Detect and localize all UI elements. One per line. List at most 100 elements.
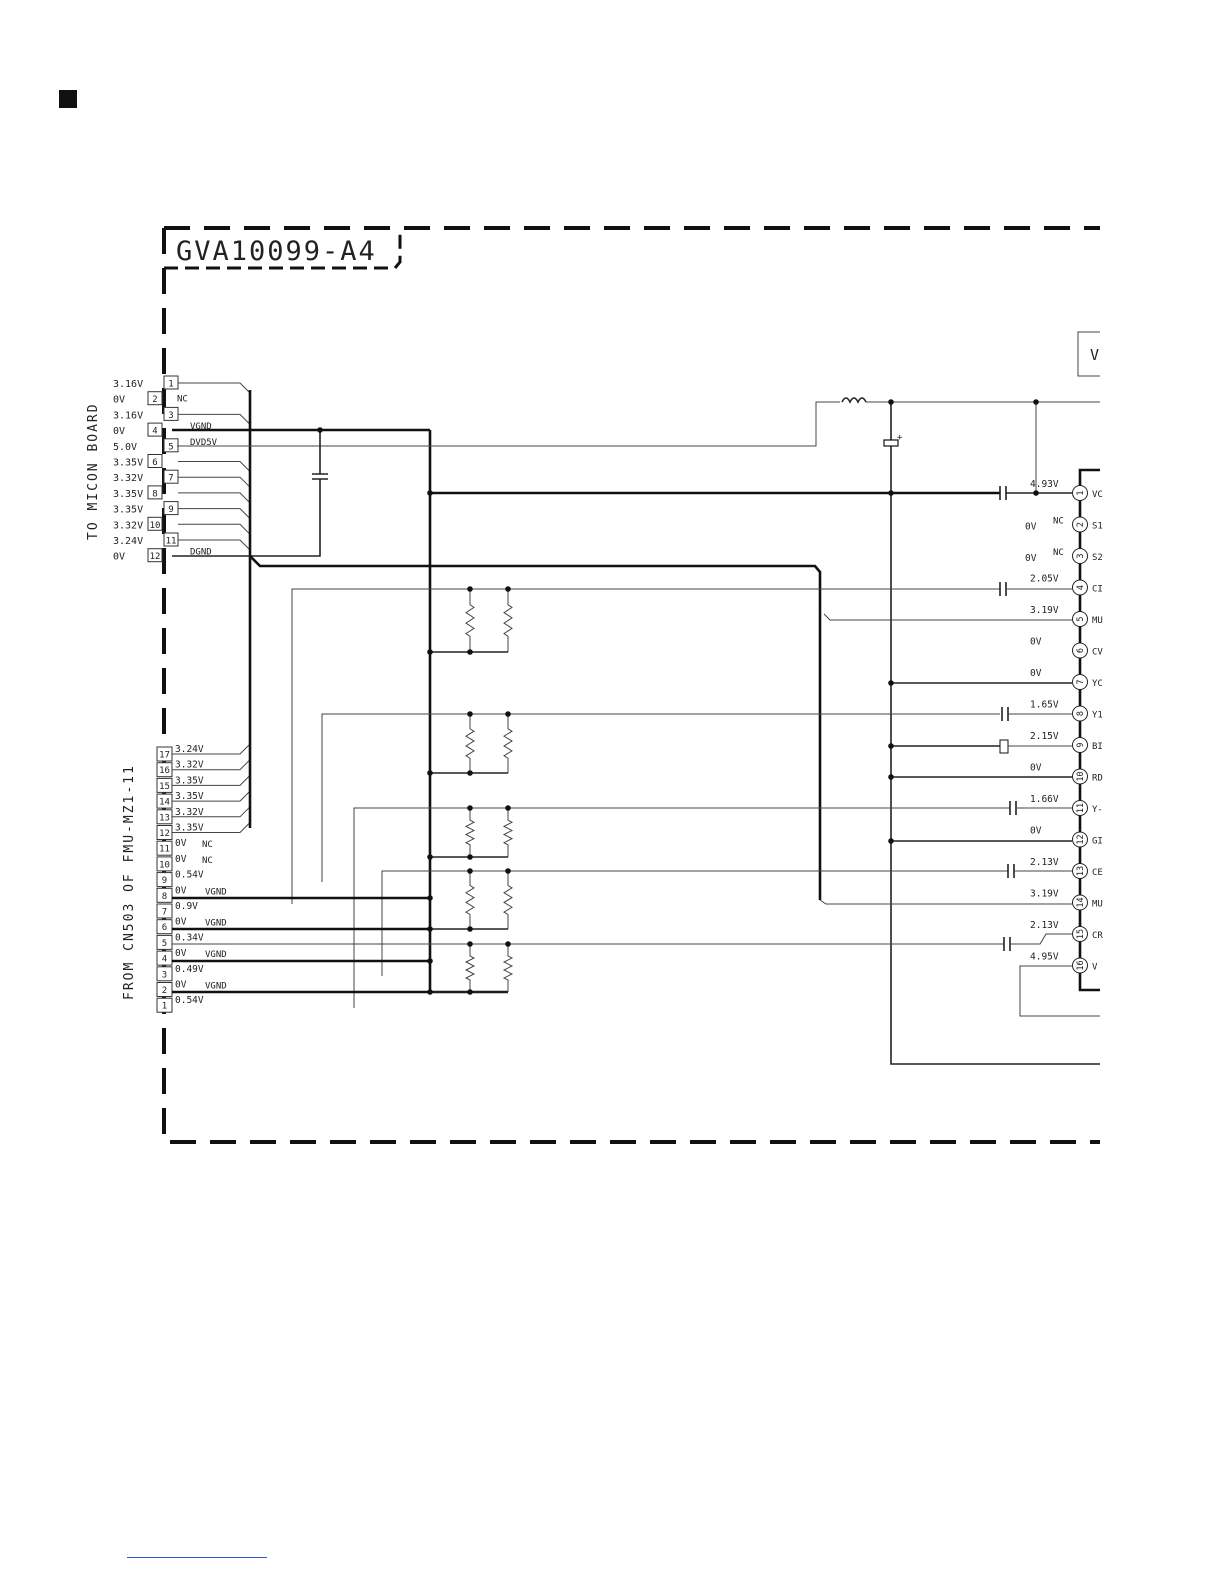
coupling-cap-8 <box>1001 707 1009 721</box>
resistor <box>503 871 513 929</box>
fmu-pin-number: 17 <box>159 751 170 761</box>
fmu-pin-box <box>156 982 173 997</box>
fmu-pin-net: VGND <box>205 887 227 897</box>
board-label-box <box>164 231 402 270</box>
ic-pin-voltage: 4.95V <box>1030 952 1059 963</box>
coupling-cap-1 <box>999 486 1007 500</box>
fmu-pin-net: VGND <box>205 919 227 929</box>
ic-pin-voltage: 2.13V <box>1030 920 1059 931</box>
micon-pin-wire <box>178 413 251 425</box>
fmu-pin-voltage: 0V <box>175 980 187 991</box>
ic-pin-circle <box>1072 768 1088 785</box>
ic-pin-circle <box>1072 737 1088 753</box>
trace-mu14 <box>819 899 1072 905</box>
coupling-cap-13 <box>1007 864 1015 878</box>
micon-pin-voltage: 5.0V <box>113 442 137 453</box>
micon-pin-voltage: 0V <box>113 395 125 406</box>
junction-dot <box>505 868 511 874</box>
micon-pin-number: 3 <box>168 411 173 421</box>
micon-pin-box <box>163 438 179 453</box>
ic-pin-voltage: 0V <box>1025 553 1037 564</box>
ic-pin-circle <box>1072 548 1088 564</box>
resistor <box>503 714 513 773</box>
micon-pin-voltage: 3.35V <box>113 458 143 469</box>
ic-pin-circle <box>1072 611 1088 627</box>
ic-pin-number: 12 <box>1076 834 1086 844</box>
fmu-pin-number: 15 <box>159 782 170 792</box>
ic-pin-name: Y- <box>1092 805 1103 815</box>
ic-pin-voltage: 2.15V <box>1030 731 1059 742</box>
fmu-pin-box <box>156 903 173 919</box>
fmu-pin-wire <box>172 806 251 818</box>
junction-dot <box>427 958 433 964</box>
fmu-pin-wire <box>172 743 251 755</box>
ic-pin-name: YC <box>1092 679 1103 689</box>
footer-link-line <box>127 1557 267 1558</box>
ic-pin-number: 1 <box>1076 490 1086 495</box>
ic-pin-number: 9 <box>1076 742 1086 747</box>
fmu-pin-voltage: 0V <box>175 948 187 959</box>
ic-pin-circle <box>1072 642 1088 659</box>
junction-dot <box>427 989 433 995</box>
ic-pin-voltage: 3.19V <box>1030 889 1059 900</box>
inductor <box>841 397 867 404</box>
junction-dot <box>888 774 894 780</box>
ic-pin-voltage: 2.13V <box>1030 857 1059 868</box>
cap-plus: + <box>897 433 903 443</box>
junction-dot <box>467 854 473 860</box>
fmu-pin-number: 5 <box>162 939 167 949</box>
junction-dot <box>467 926 473 932</box>
ic-pin-circle <box>1072 831 1088 848</box>
dvd5v-wire <box>177 401 840 447</box>
ic-pin-number: 16 <box>1076 960 1086 970</box>
micon-pin-box <box>147 516 163 531</box>
micon-caption: TO MICON BOARD <box>86 402 101 540</box>
junction-dot <box>467 868 473 874</box>
ic-pin-number: 10 <box>1076 771 1086 781</box>
ic-pin-voltage: 0V <box>1030 826 1042 837</box>
vcc-rail <box>890 402 1100 1065</box>
resistor <box>464 944 476 992</box>
fmu-caption: FROM CN503 OF FMU-MZ1-11 <box>122 764 137 1000</box>
junction-dot <box>888 399 894 405</box>
micon-pin-wire <box>178 523 251 535</box>
ic-pin-number: 8 <box>1076 711 1086 716</box>
ic-pin-voltage: 4.93V <box>1030 479 1059 490</box>
fmu-pin-voltage: 3.35V <box>175 775 204 786</box>
fmu-pin-box <box>156 966 173 982</box>
micon-pin-voltage: 3.16V <box>113 410 143 421</box>
ic-pin-voltage: 0V <box>1030 668 1042 679</box>
decoupling-cap <box>172 430 328 557</box>
ic-pin-number: 3 <box>1076 553 1086 558</box>
fmu-pin-net: NC <box>202 856 213 866</box>
micon-pin-number: 10 <box>150 521 161 531</box>
micon-pin-voltage: 3.16V <box>113 379 143 390</box>
fmu-pin-box <box>156 856 173 872</box>
micon-pin-wire <box>178 382 251 394</box>
micon-pin-wire <box>178 539 251 551</box>
dgnd-bus <box>249 555 822 900</box>
fmu-pin-voltage: 3.32V <box>175 807 204 818</box>
micon-pin-wire <box>178 508 251 519</box>
ic-pin-number: 4 <box>1076 585 1086 590</box>
fmu-pin-voltage: 0.9V <box>175 901 198 912</box>
ic-pin-name: RD <box>1092 774 1103 784</box>
junction-dot <box>505 805 511 811</box>
micon-pin-wire <box>178 461 251 472</box>
fmu-pin-voltage: 0.54V <box>175 995 204 1006</box>
electrolytic-cap <box>883 439 899 447</box>
fmu-pin-number: 1 <box>162 1002 167 1012</box>
fmu-connector: 173.24V163.32V153.35V143.35V133.32V123.3… <box>156 743 251 1013</box>
micon-pin-number: 1 <box>168 380 173 390</box>
board-label: GVA10099-A4 <box>176 236 377 267</box>
fmu-pin-voltage: 3.32V <box>175 760 204 771</box>
fmu-pin-net: VGND <box>205 950 227 960</box>
partial-box <box>1077 331 1100 377</box>
section-marker <box>59 90 77 108</box>
junction-dot <box>467 989 473 995</box>
junction-dot <box>467 805 473 811</box>
board-border <box>162 226 1100 1144</box>
ic-pin-number: 7 <box>1076 679 1086 684</box>
